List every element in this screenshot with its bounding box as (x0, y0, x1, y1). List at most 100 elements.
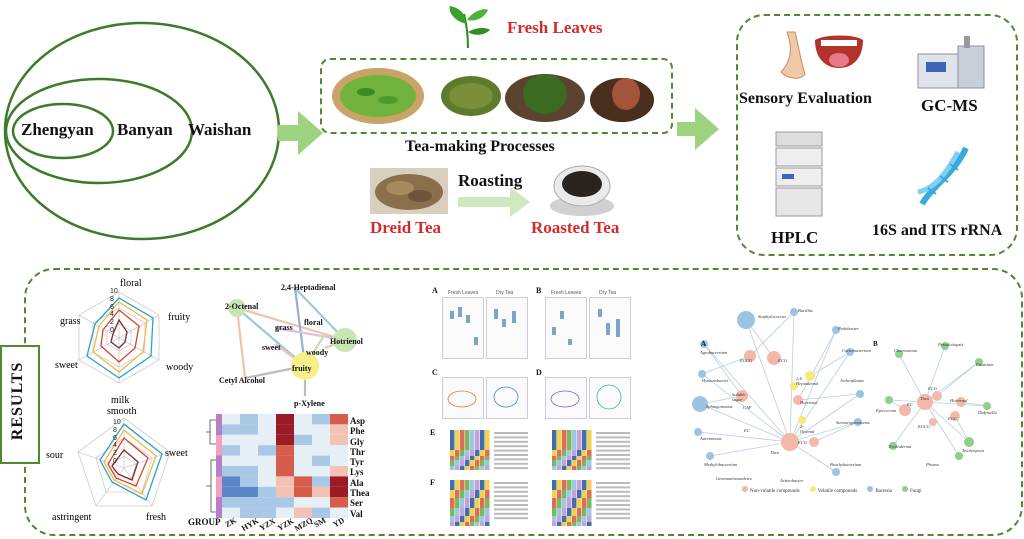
stacked-bar-segment (577, 430, 582, 450)
stacked-bar-segment (577, 522, 582, 526)
stacked-bar-segment (460, 508, 465, 516)
boxplot-panel (486, 297, 528, 359)
stacked-bar-segment (485, 456, 490, 460)
panel-subtitle: Dry Tea (496, 290, 514, 296)
stacked-bar-segment (465, 498, 470, 508)
stacked-bar-segment (455, 466, 460, 470)
stacked-bar-segment (480, 508, 485, 516)
stacked-bar-segment (557, 456, 562, 460)
heatmap-cell (276, 466, 294, 477)
stacked-bar-segment (552, 508, 557, 516)
heatmap-cell (240, 476, 258, 487)
heatmap-cell (258, 434, 276, 446)
stacked-bar-segment (480, 522, 485, 526)
stacked-bar-segment (470, 522, 475, 526)
stacked-bar-panels (450, 430, 630, 526)
roasting-arrow (458, 187, 530, 217)
correlation-network-a (692, 308, 864, 476)
stacked-bar-segment (450, 480, 455, 490)
network-a-node-label: Actinobacter (780, 478, 804, 483)
stacked-bar-segment (450, 490, 455, 498)
stacked-bar-segment (465, 430, 470, 450)
legend-swatch (902, 486, 908, 492)
legend-line (494, 499, 528, 502)
heatmap-cell (276, 434, 294, 446)
legend-line (596, 449, 630, 452)
stacked-bar-segment (480, 456, 485, 460)
network-node-label: grass (275, 323, 293, 332)
legend-line (596, 512, 630, 515)
network-a-node-label: Stenotrophomonas (836, 420, 870, 425)
stacked-bar-segment (455, 430, 460, 450)
stacked-bar-segment (450, 522, 455, 526)
stacked-bar-segment (562, 498, 567, 508)
heatmap-cell (276, 445, 294, 456)
fresh-leaves-label: Fresh Leaves (507, 18, 603, 37)
stacked-bar-segment (460, 490, 465, 498)
stacked-bar-segment (582, 466, 587, 470)
radar1-axis-label: grass (60, 316, 81, 327)
panel-subtitle: Fresh Leaves (551, 290, 582, 296)
stacked-bar-segment (577, 466, 582, 470)
sensory-evaluation-label: Sensory Evaluation (739, 90, 872, 107)
heatmap-cell (240, 434, 258, 446)
heatmap-cell (330, 434, 348, 446)
radar1-axis-label: floral (120, 278, 142, 289)
legend-line (596, 467, 630, 470)
heatmap-row-label: Val (350, 508, 363, 519)
stacked-bar-segment (557, 508, 562, 516)
stacked-bar-segment (475, 430, 480, 450)
heatmap-cell (222, 414, 240, 425)
network-a-node-label: Agrobacterium (700, 350, 728, 355)
dried-tea-label: Dreid Tea (370, 218, 442, 237)
stacked-bar-segment (572, 480, 577, 490)
stacked-bar-segment (577, 516, 582, 522)
heatmap-cell (312, 466, 330, 477)
arrow-right (677, 108, 719, 150)
network-b-node-label: EC (907, 402, 913, 407)
analysis-methods-box (736, 14, 1018, 256)
stacked-bar-segment (557, 490, 562, 498)
stacked-bar-segment (572, 498, 577, 508)
stacked-bar-segment (572, 508, 577, 516)
radar1-ticks: 10 8 6 4 2 0 (110, 288, 118, 334)
network-node-label: Cetyl Alcohol (219, 376, 265, 385)
stacked-bar-segment (450, 450, 455, 456)
stacked-bar-segment (587, 460, 592, 466)
stacked-bar-segment (567, 490, 572, 498)
heatmap-row-label: Ser (350, 498, 363, 509)
aroma-network (228, 287, 357, 396)
heatmap-cell (258, 424, 276, 435)
stacked-bar-segment (455, 498, 460, 508)
stacked-bar-segment (587, 430, 592, 450)
stacked-bar-segment (460, 430, 465, 450)
heatmap-cell (276, 497, 294, 508)
legend-line (494, 508, 528, 511)
stacked-bar-segment (485, 430, 490, 450)
hplc-label: HPLC (771, 228, 819, 247)
legend-item: Bacteria (867, 486, 892, 494)
network-b-node-label: Thea (920, 396, 929, 401)
network-node-label: 2-Octenal (225, 302, 259, 311)
stacked-bar-segment (460, 466, 465, 470)
heatmap-cell (312, 486, 330, 498)
pca-ellipses (447, 384, 622, 410)
network-b-node-label: Teichospora (962, 448, 985, 453)
network-node-label: woody (306, 348, 329, 357)
network-b-node-label: Epicoccum (876, 408, 896, 413)
stacked-bar-segment (450, 508, 455, 516)
legend-swatch (867, 486, 874, 492)
legend-line (596, 499, 630, 502)
stacked-bar-segment (562, 522, 567, 526)
stacked-bar-segment (557, 450, 562, 456)
stacked-bar-segment (480, 516, 485, 522)
legend-line (596, 454, 630, 456)
heatmap-cell (222, 424, 240, 435)
stacked-bar-segment (475, 490, 480, 498)
heatmap-cell (294, 455, 312, 466)
heatmap-row-label: Lys (350, 467, 364, 478)
radar2-ticks: 10 8 6 4 2 0 (113, 419, 121, 465)
heatmap-cell (258, 414, 276, 425)
legend-line (494, 458, 528, 461)
